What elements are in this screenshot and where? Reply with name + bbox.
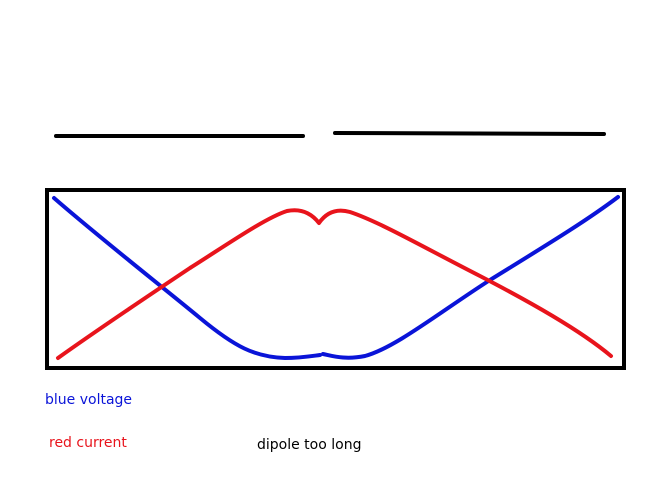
current-curve	[56, 208, 613, 360]
plot-frame	[45, 188, 626, 370]
diagram-caption: dipole too long	[257, 437, 362, 453]
voltage-curve	[52, 195, 620, 360]
current-legend-label: red current	[49, 435, 127, 451]
voltage-legend-label: blue voltage	[45, 392, 133, 408]
dipole-right-arm	[333, 131, 606, 136]
